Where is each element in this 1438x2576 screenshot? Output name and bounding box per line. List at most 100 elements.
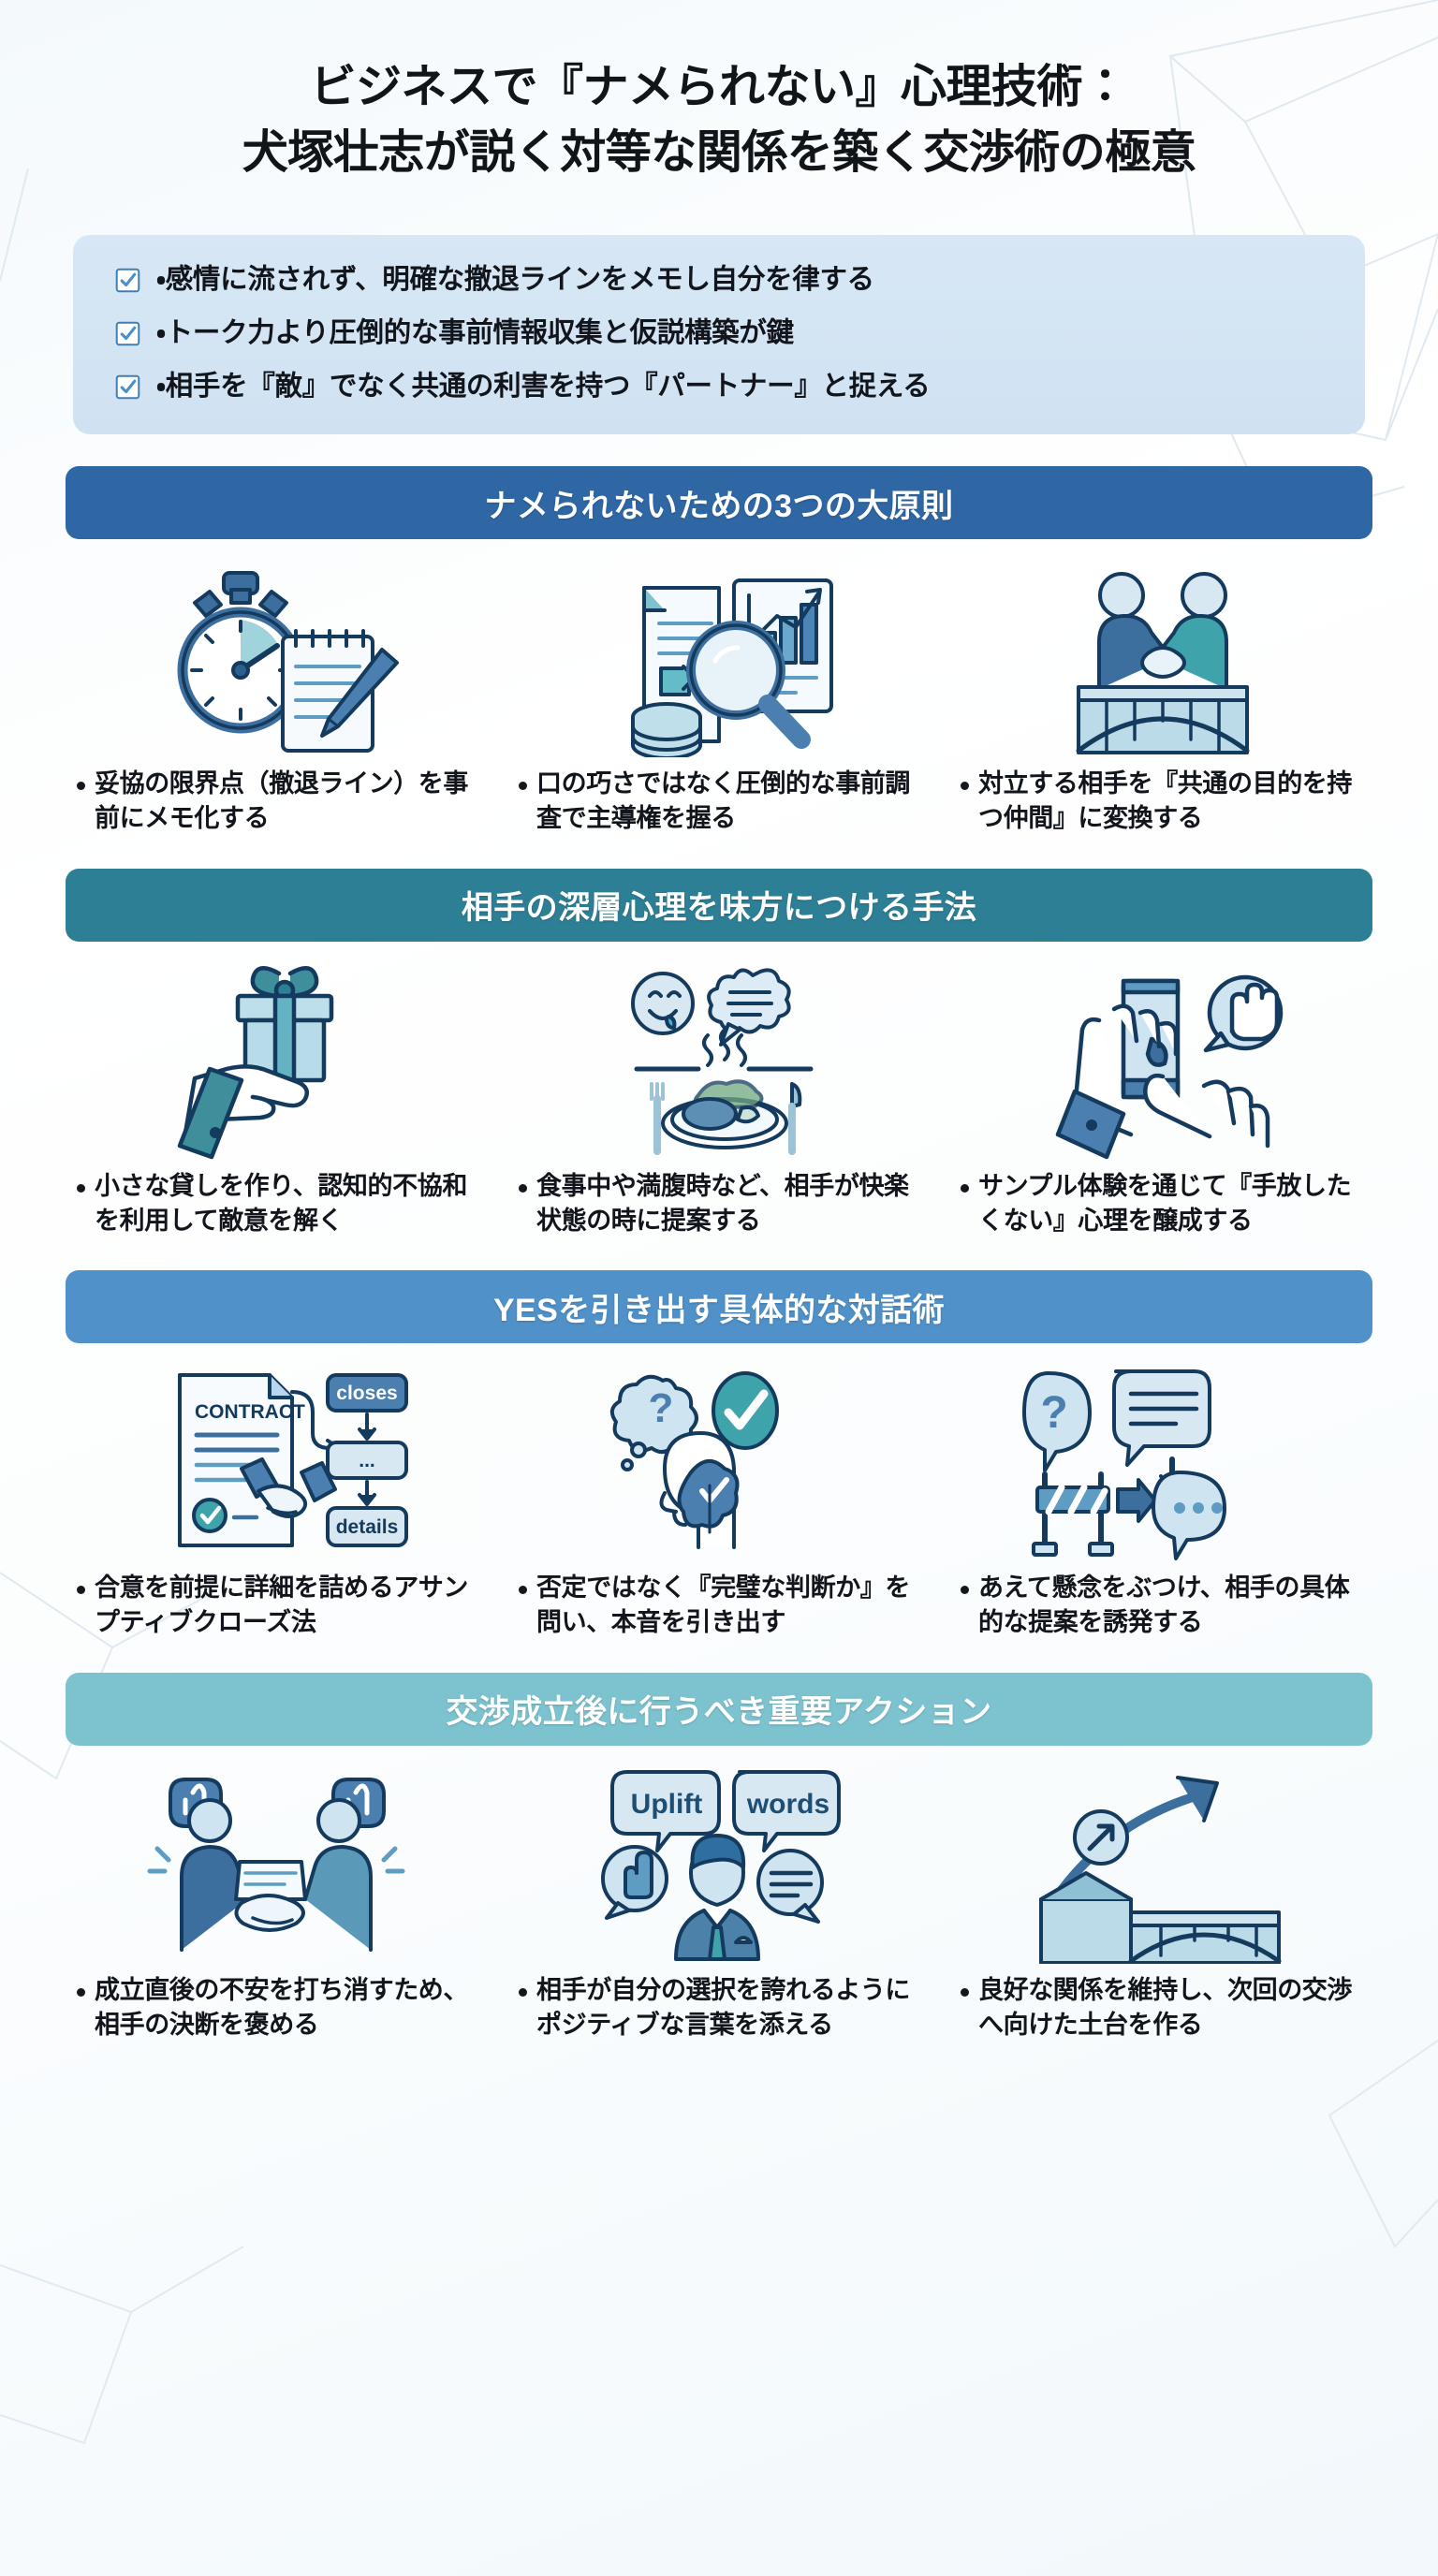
svg-text:closes: closes [336,1383,397,1404]
card: 小さな貸しを作り、認知的不協和を利用して敵意を解く [56,959,498,1239]
svg-text:?: ? [649,1385,674,1431]
infographic-page: ビジネスで『ナメられない』心理技術： 犬塚壮志が説く対等な関係を築く交渉術の極意… [0,62,1438,2043]
card-label: 対立する相手を『共通の目的を持つ仲間』に変換する [978,769,1352,833]
contract-flow-icon: CONTRACT closes ... [178,1373,408,1547]
bullet-icon [77,782,85,790]
svg-text:Uplift: Uplift [631,1789,703,1820]
card-text: 食事中や満腹時など、相手が快楽状態の時に提案する [498,1169,940,1239]
card: 良好な関係を維持し、次回の交渉へ向けた土台を作る [940,1763,1382,2043]
bullet-icon [77,1987,85,1997]
checkbox-checked-icon [114,320,141,347]
summary-item-label: ・相手を『敵』でなく共通の利害を持つ『パートナー』と捉える [156,371,931,402]
checkbox-checked-icon [114,373,141,401]
card-text: 妥協の限界点（撤退ライン）を事前にメモ化する [56,767,498,837]
card-icon: CONTRACT closes ... [137,1360,418,1561]
title-line-2: 犬塚壮志が説く対等な関係を築く交渉術の極意 [242,126,1196,178]
section-after-deal: 交渉成立後に行うべき重要アクション 成立直後の不安を打ち消 [0,1672,1438,2043]
card-icon [579,556,859,757]
section-header-principles: ナメられないための3つの大原則 [66,466,1372,539]
bullet-icon [961,782,969,790]
card-text: あえて懸念をぶつけ、相手の具体的な提案を誘発する [940,1571,1382,1641]
section-cards: 成立直後の不安を打ち消すため、相手の決断を褒める Uplift words 相手… [56,1763,1382,2043]
checkbox-checked-icon [115,269,140,293]
card-label: 良好な関係を維持し、次回の交渉へ向けた土台を作る [978,1975,1352,2039]
bullet-icon [519,782,527,790]
document-research-magnifier-icon [631,578,833,757]
svg-text:?: ? [1040,1388,1067,1438]
card-icon [579,959,859,1160]
card-text: 合意を前提に詳細を詰めるアサンプティブクローズ法 [56,1571,498,1641]
card-text: 対立する相手を『共通の目的を持つ仲間』に変換する [940,767,1382,837]
bullet-icon [77,1586,85,1594]
meal-smile-speech-icon [631,967,814,1155]
section-deep-psychology: 相手の深層心理を味方につける手法 小さな貸しを作り、認知的不協和を利用して敵意を… [0,868,1438,1239]
handshake-bridge-icon [1076,572,1250,754]
summary-item: ・感情に流されず、明確な撤退ラインをメモし自分を律する [114,263,1324,298]
uplift-words-person-icon: Uplift words [601,1769,841,1961]
card-text: 成立直後の不安を打ち消すため、相手の決断を褒める [56,1973,498,2043]
card-label: 合意を前提に詳細を詰めるアサンプティブクローズ法 [95,1573,468,1637]
section-header-yes-dialogue: YESを引き出す具体的な対話術 [66,1270,1372,1343]
card: 成立直後の不安を打ち消すため、相手の決断を褒める [56,1763,498,2043]
svg-text:words: words [746,1789,829,1820]
card-icon [1020,959,1301,1160]
bullet-icon [961,1586,969,1594]
card-icon: ? [1020,1360,1301,1561]
card-icon [137,1763,418,1964]
section-header-deep-psychology: 相手の深層心理を味方につける手法 [66,868,1372,942]
card-label: 小さな貸しを作り、認知的不協和を利用して敵意を解く [95,1171,467,1235]
card: ? 否定ではなく『完璧な判断か』を問い、本音を引き出す [498,1360,940,1641]
card-text: 良好な関係を維持し、次回の交渉へ向けた土台を作る [940,1973,1382,2043]
card: CONTRACT closes ... [56,1360,498,1641]
bullet-icon [519,1183,527,1193]
card-label: 相手が自分の選択を誇れるようにポジティブな言葉を添える [536,1975,910,2039]
card-label: 成立直後の不安を打ち消すため、相手の決断を褒める [95,1975,468,2039]
svg-text:CONTRACT: CONTRACT [195,1401,305,1423]
card: 口の巧さではなく圧倒的な事前調査で主導権を握る [498,556,940,837]
card-label: 否定ではなく『完璧な判断か』を問い、本音を引き出す [536,1573,910,1637]
card: Uplift words 相手が自分の選択を誇れるようにポジティブな言葉を添える [498,1763,940,2043]
card-text: 否定ではなく『完璧な判断か』を問い、本音を引き出す [498,1571,940,1641]
growth-arrow-bridge-icon [1039,1775,1282,1964]
section-cards: 妥協の限界点（撤退ライン）を事前にメモ化する [56,556,1382,837]
summary-item-label: ・感情に流されず、明確な撤退ラインをメモし自分を律する [156,264,874,296]
stopwatch-notepad-icon [177,571,399,753]
checkbox-checked-icon [115,374,140,400]
bullet-icon [519,1987,527,1997]
card-text: 小さな貸しを作り、認知的不協和を利用して敵意を解く [56,1169,498,1239]
card-label: 妥協の限界点（撤退ライン）を事前にメモ化する [95,769,468,833]
bullet-icon [961,1183,969,1193]
section-header-after-deal: 交渉成立後に行うべき重要アクション [66,1672,1372,1746]
barrier-speech-icon: ? [1022,1369,1226,1560]
bullet-icon [77,1183,85,1193]
card-icon: Uplift words [579,1763,859,1964]
card: 妥協の限界点（撤退ライン）を事前にメモ化する [56,556,498,837]
card-label: サンプル体験を通じて『手放したくない』心理を醸成する [978,1171,1352,1235]
card: ? [940,1360,1382,1641]
card-text: 相手が自分の選択を誇れるようにポジティブな言葉を添える [498,1973,940,2043]
card-text: 口の巧さではなく圧倒的な事前調査で主導権を握る [498,767,940,837]
title-line-1: ビジネスで『ナメられない』心理技術： [310,62,1128,112]
card-icon: ? [579,1360,859,1561]
card-label: あえて懸念をぶつけ、相手の具体的な提案を誘発する [978,1573,1350,1637]
section-cards: CONTRACT closes ... [56,1360,1382,1641]
bullet-icon [519,1586,527,1594]
gift-on-hand-icon [177,965,334,1159]
checkbox-checked-icon [115,321,140,346]
summary-item: ・トーク力より圧倒的な事前情報収集と仮説構築が鍵 [114,316,1324,351]
svg-text:...: ... [359,1450,375,1471]
card-icon [137,959,418,1160]
card-label: 食事中や満腹時など、相手が快楽状態の時に提案する [536,1171,909,1235]
card-icon [1020,556,1301,757]
sample-product-hand-icon [1055,974,1284,1159]
section-yes-dialogue: YESを引き出す具体的な対話術 CONTRACT closes [0,1270,1438,1641]
card: サンプル体験を通じて『手放したくない』心理を醸成する [940,959,1382,1239]
head-brain-check-icon: ? [609,1371,779,1549]
card-text: サンプル体験を通じて『手放したくない』心理を醸成する [940,1169,1382,1239]
card-icon [137,556,418,757]
section-cards: 小さな貸しを作り、認知的不協和を利用して敵意を解く [56,959,1382,1239]
summary-item: ・相手を『敵』でなく共通の利害を持つ『パートナー』と捉える [114,370,1324,404]
summary-box: ・感情に流されず、明確な撤退ラインをメモし自分を律する ・トーク力より圧倒的な事… [73,235,1365,434]
svg-text:details: details [336,1516,399,1538]
card-icon [1020,1763,1301,1964]
